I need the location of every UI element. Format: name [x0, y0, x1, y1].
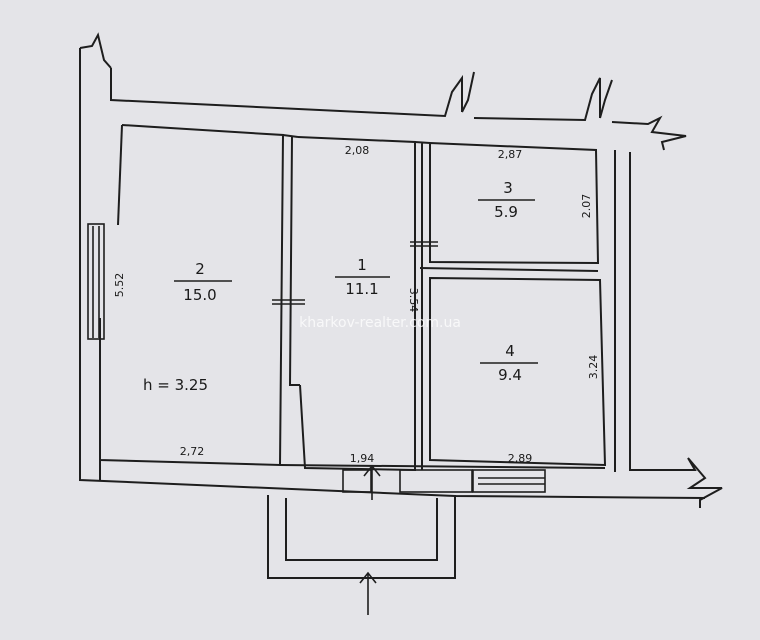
top-break-2 [599, 79, 613, 119]
room-2-left-wall [117, 124, 123, 226]
bottom-window [472, 469, 546, 493]
left-window [87, 223, 105, 340]
dim-room-3-width: 2,87 [498, 148, 523, 161]
top-wall-right [611, 115, 687, 151]
dim-room-2-width: 2,72 [180, 445, 205, 458]
dim-room-1-length: 3.54 [407, 288, 420, 313]
outer-wall-outline [79, 48, 706, 499]
dim-room-3-length: 2.07 [580, 194, 593, 219]
dim-room-4-length: 3.24 [587, 355, 600, 380]
watermark: kharkov-realter.com.ua [299, 315, 461, 331]
porch-outline [267, 495, 456, 579]
left-wall-break [79, 32, 112, 69]
top-wall-outer [110, 68, 463, 118]
bottom-inner-wall [99, 460, 606, 480]
room-1-number: 1 [357, 256, 367, 274]
entrance-arrow-bottom [359, 571, 377, 615]
room-3-number: 3 [503, 179, 513, 197]
entrance-area [267, 464, 546, 615]
room-labels: 2 15.0 h = 3.25 1 11.1 3 5.9 4 9.4 [143, 179, 538, 394]
dimension-labels: 2,72 5.52 2,08 1,94 3.54 2,87 2.07 2,89 … [113, 144, 600, 465]
door-ticks [272, 241, 438, 305]
partition-1-3 [414, 141, 431, 470]
room-3-area: 5.9 [494, 203, 518, 221]
right-wall-inner [629, 152, 723, 508]
dim-room-2-length: 5.52 [113, 273, 126, 298]
room-1-area: 11.1 [345, 280, 378, 298]
dim-room-1-top: 2,08 [345, 144, 370, 157]
entrance-arrow-top [363, 464, 381, 500]
room-2-height: h = 3.25 [143, 376, 208, 394]
dim-room-1-bottom: 1,94 [350, 452, 375, 465]
outer-walls [79, 32, 723, 508]
room-3-outline [429, 141, 600, 265]
room-2-number: 2 [195, 260, 205, 278]
room-4-outline [429, 276, 607, 467]
room-4-number: 4 [505, 342, 515, 360]
room-1-outline [297, 136, 416, 472]
top-wall-mid [473, 77, 601, 122]
dim-room-4-width: 2,89 [508, 452, 533, 465]
inner-walls [99, 124, 607, 480]
room-2-area: 15.0 [183, 286, 216, 304]
top-break-1 [461, 71, 475, 113]
partition-2-1-a [282, 134, 299, 138]
partition-3-4 [419, 267, 599, 272]
partition-2-1-b [288, 136, 300, 386]
room-4-area: 9.4 [498, 366, 522, 384]
